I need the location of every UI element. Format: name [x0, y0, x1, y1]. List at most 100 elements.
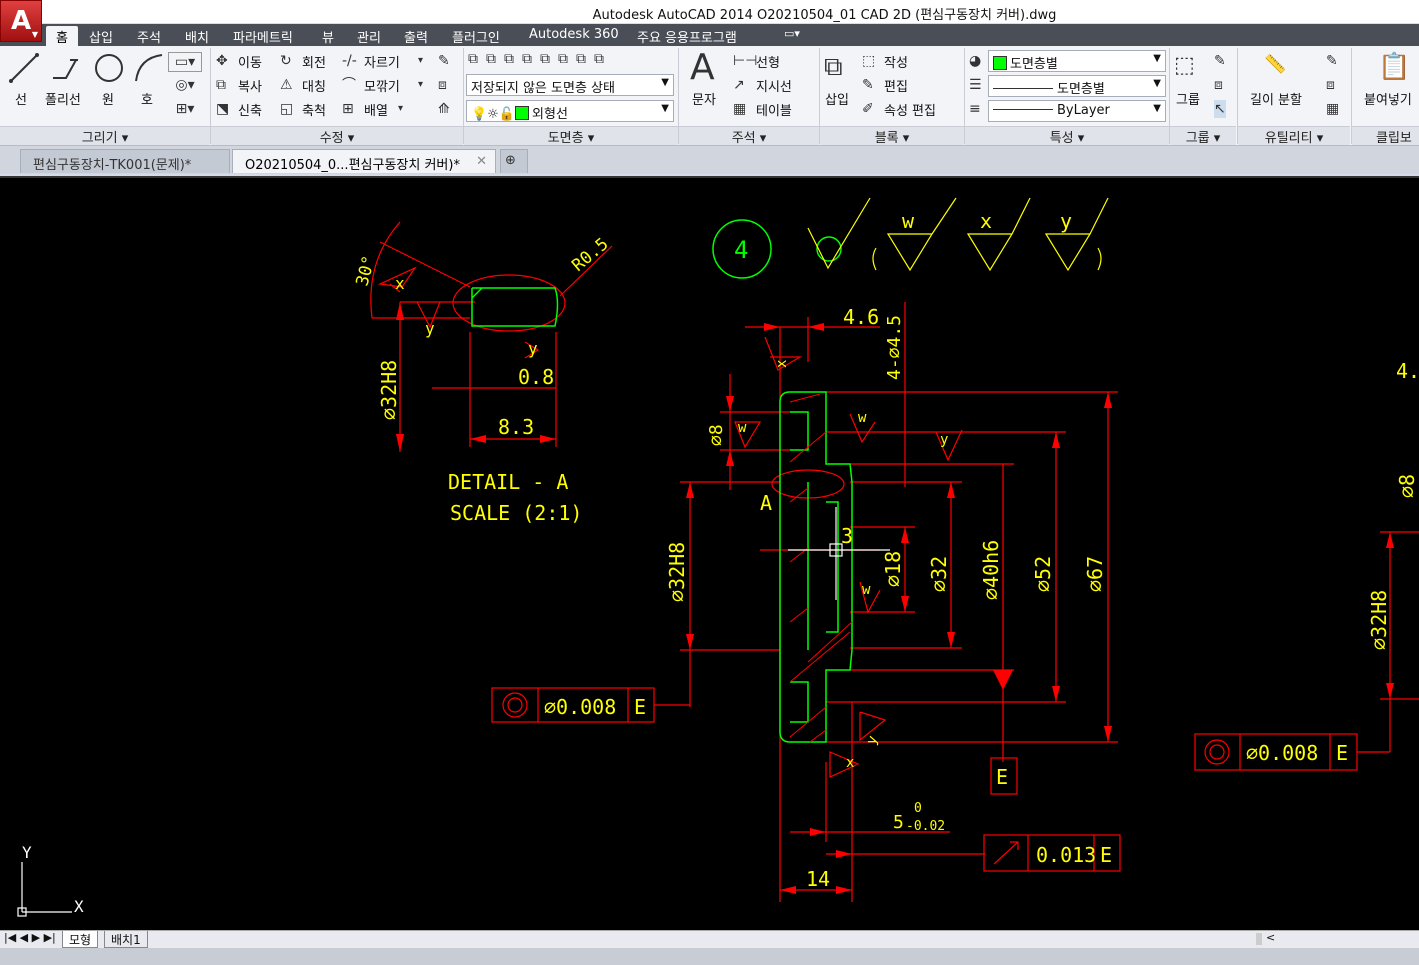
sym-w: w [862, 582, 871, 598]
dropdown-icon[interactable]: ▾ [418, 55, 424, 66]
scale-icon: ◱ [280, 101, 294, 117]
lineweight-dropdown[interactable]: ByLayer▼ [988, 100, 1166, 122]
separator [463, 48, 464, 144]
scale-button[interactable]: 축척 [302, 104, 326, 119]
tab-autodesk-360[interactable]: Autodesk 360 [529, 27, 619, 42]
tab-annotate[interactable]: 주석 [137, 31, 161, 46]
offset-icon[interactable]: ⟰ [438, 101, 450, 117]
tab-layout1[interactable]: 배치1 [104, 931, 148, 948]
drawing-canvas[interactable]: DETAIL - A SCALE (2:1) 30° R0.5 0.8 8.3 … [0, 176, 1419, 930]
hatch-icon[interactable]: ◎▾ [175, 77, 195, 93]
trim-button[interactable]: 자르기 [364, 56, 400, 71]
close-icon[interactable]: ✕ [476, 154, 487, 169]
paste-button[interactable]: 붙여넣기 [1364, 93, 1412, 108]
group-button[interactable]: 그룹 [1176, 93, 1200, 108]
tab-insert[interactable]: 삽입 [89, 31, 113, 46]
text-button[interactable]: 문자 [692, 93, 716, 108]
panel-title-utilities[interactable]: 유틸리티 ▾ [1238, 126, 1350, 146]
tab-view[interactable]: 뷰 [322, 31, 334, 46]
attribute-edit-button[interactable]: 속성 편집 [884, 104, 936, 119]
rotate-button[interactable]: 회전 [302, 56, 326, 71]
copy-button[interactable]: 복사 [238, 80, 262, 95]
mirror-button[interactable]: 대칭 [302, 80, 326, 95]
separator [678, 48, 679, 144]
polyline-button[interactable]: 폴리선 [45, 93, 81, 108]
leader-button[interactable]: 지시선 [756, 80, 792, 95]
sym-w: w [738, 420, 747, 436]
tab-featured-apps[interactable]: 주요 응용프로그램 [637, 31, 737, 46]
layer-tools-icon[interactable]: ⧉⧉⧉⧉⧉⧉⧉⧉ [468, 51, 612, 67]
insert-button[interactable]: 삽입 [825, 93, 849, 108]
tab-model[interactable]: 모형 [62, 931, 99, 948]
sym-y: y [425, 319, 435, 338]
ribbon-options-icon[interactable]: ▭▾ [784, 27, 800, 40]
line-button[interactable]: 선 [15, 93, 27, 108]
panel-title-draw[interactable]: 그리기 ▾ [0, 126, 210, 146]
measure-icon: 📏 [1264, 54, 1287, 75]
boundary-icon[interactable]: ⊞▾ [175, 101, 195, 117]
arc-button[interactable]: 호 [141, 93, 153, 108]
edit-block-button[interactable]: 편집 [884, 80, 908, 95]
parentheses [872, 247, 1102, 271]
doc-tab-1[interactable]: 편심구동장치-TK001(문제)* [20, 149, 230, 173]
layer-state-dropdown[interactable]: 저장되지 않은 도면층 상태▼ [466, 74, 674, 96]
explode-icon[interactable]: ⧈ [438, 77, 447, 93]
panel-title-modify[interactable]: 수정 ▾ [211, 126, 463, 146]
ungroup-icon[interactable]: ✎ [1214, 53, 1226, 69]
fillet-button[interactable]: 모깎기 [364, 80, 400, 95]
layer-dropdown[interactable]: 💡☼🔓외형선▼ [466, 100, 674, 122]
dropdown-icon: ▼ [1153, 103, 1161, 114]
tab-output[interactable]: 출력 [404, 31, 428, 46]
stretch-button[interactable]: 신축 [238, 104, 262, 119]
dim-32: ⌀32 [927, 556, 951, 592]
scroll-left-icon[interactable]: < [1266, 931, 1276, 944]
linetype-dropdown[interactable]: 도면층별▼ [988, 75, 1166, 97]
new-tab-icon[interactable]: ⊕ [500, 149, 528, 173]
ucs-y-label: Y [22, 843, 32, 862]
panel-title-groups[interactable]: 그룹 ▾ [1170, 126, 1236, 146]
cad-drawing[interactable]: DETAIL - A SCALE (2:1) 30° R0.5 0.8 8.3 … [0, 178, 1419, 932]
erase-icon[interactable]: ✎ [438, 53, 450, 69]
circle-button[interactable]: 원 [102, 93, 114, 108]
application-menu-button[interactable]: A▼ [0, 0, 42, 42]
tab-home[interactable]: 홈 [46, 26, 78, 46]
roughness-grade: 4 [734, 236, 748, 264]
dim-46: 4.6 [843, 305, 879, 329]
array-button[interactable]: 배열 [364, 104, 388, 119]
panel-title-annotation[interactable]: 주석 ▾ [679, 126, 819, 146]
sym-x: x [846, 755, 854, 771]
concentricity-icon [507, 697, 523, 713]
tab-parametric[interactable]: 파라메트릭 [233, 31, 293, 46]
panel-title-properties[interactable]: 특성 ▾ [965, 126, 1169, 146]
table-button[interactable]: 테이블 [756, 104, 792, 119]
line-icon [9, 53, 39, 83]
roughness-symbol-circle [816, 236, 842, 262]
create-block-button[interactable]: 작성 [884, 56, 908, 71]
tab-layout[interactable]: 배치 [185, 31, 209, 46]
detail-profile [471, 287, 559, 327]
group-edit-icon[interactable]: ⧈ [1214, 77, 1223, 93]
dropdown-icon[interactable]: ▾ [398, 103, 404, 114]
panel-title-clipboard[interactable]: 클립보 [1352, 126, 1419, 146]
move-button[interactable]: 이동 [238, 56, 262, 71]
group-icon: ⬚ [1174, 53, 1195, 78]
measure-button[interactable]: 길이 분할 [1250, 93, 1302, 108]
ucs-x-label: X [74, 897, 84, 916]
utility-icon[interactable]: ⧈ [1326, 77, 1335, 93]
color-dropdown[interactable]: 도면층별▼ [988, 50, 1166, 72]
utility-icon[interactable]: ✎ [1326, 53, 1338, 69]
calculator-icon[interactable]: ▦ [1326, 101, 1340, 117]
title-bar: Autodesk AutoCAD 2014 O20210504_01 CAD 2… [0, 0, 1419, 24]
tab-manage[interactable]: 관리 [357, 31, 381, 46]
panel-title-block[interactable]: 블록 ▾ [820, 126, 964, 146]
scrollbar-thumb[interactable] [1256, 933, 1262, 945]
tab-plugins[interactable]: 플러그인 [452, 31, 500, 46]
rectangle-icon[interactable]: ▭▾ [168, 52, 202, 72]
doc-tab-2[interactable]: O20210504_0...편심구동장치 커버)*✕ [232, 149, 496, 173]
group-selection-icon[interactable]: ↖ [1214, 100, 1226, 118]
panel-title-layers[interactable]: 도면층 ▾ [464, 126, 678, 146]
dropdown-icon[interactable]: ▾ [418, 79, 424, 90]
tab-nav-icon[interactable]: |◀ ◀ ▶ ▶| [4, 931, 56, 944]
circle-icon [95, 54, 123, 82]
linear-dimension-button[interactable]: 선형 [756, 56, 780, 71]
